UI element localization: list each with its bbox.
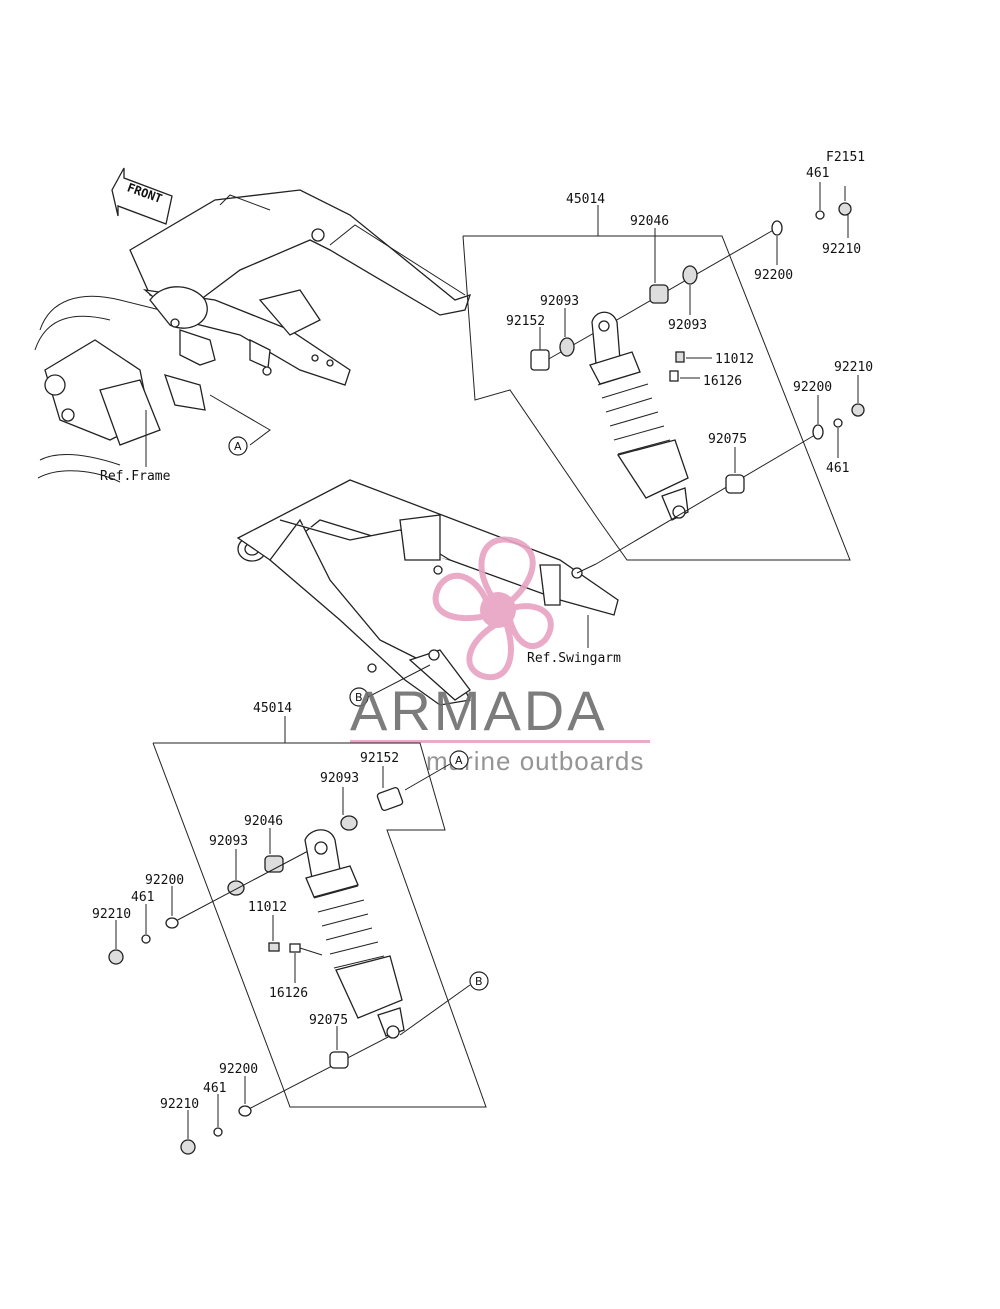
- callout-b-upper-label: B: [355, 691, 363, 704]
- upper-bushing-bottom-label: 92075: [708, 432, 747, 447]
- ref-frame-label: Ref.Frame: [100, 469, 171, 484]
- upper-seal-outer: [682, 265, 698, 285]
- lower-bushing-bottom-label: 92075: [309, 1013, 348, 1028]
- upper-collar-label: 92152: [506, 314, 545, 329]
- lower-washer-bottom: [238, 1105, 252, 1117]
- upper-nut-top: [838, 202, 852, 216]
- upper-washer-small-top-label: 461: [806, 166, 829, 181]
- front-arrow-icon: FRONT: [111, 167, 173, 225]
- lower-washer-top: [165, 917, 179, 929]
- lower-valve-b: [289, 943, 301, 953]
- lower-seal-inner-label: 92093: [320, 771, 359, 786]
- lower-washer-bottom-label: 92200: [219, 1062, 258, 1077]
- watermark-logo: ARMADA marine outboards: [350, 536, 650, 776]
- lower-valve-a: [268, 942, 280, 952]
- upper-washer-small-bottom-label: 461: [826, 461, 849, 476]
- upper-nut-bottom: [851, 403, 865, 417]
- lower-washer-top-label: 92200: [145, 873, 184, 888]
- upper-seal-inner-label: 92093: [540, 294, 579, 309]
- figure-code: F2151: [826, 150, 865, 165]
- upper-valve-b-label: 16126: [703, 374, 742, 389]
- upper-collar: [530, 349, 550, 371]
- lower-nut-top-label: 92210: [92, 907, 131, 922]
- lower-collar: [376, 786, 404, 812]
- upper-valve-a: [675, 351, 685, 363]
- propeller-icon: [432, 536, 554, 680]
- watermark-brand: ARMADA: [350, 679, 608, 742]
- lower-nut-top: [108, 949, 124, 965]
- lower-bushing-bottom: [329, 1051, 349, 1069]
- upper-washer-small-bottom: [833, 418, 843, 428]
- callout-a-upper-label: A: [234, 440, 242, 453]
- lower-shock-part-no: 45014: [253, 701, 292, 716]
- callout-a-upper: [228, 436, 248, 456]
- upper-assembly: 45014 92210 461 92200 92093 92046 92093 …: [462, 166, 873, 565]
- callout-a-lower-label: A: [455, 754, 463, 767]
- ref-swingarm-label: Ref.Swingarm: [527, 651, 621, 666]
- upper-washer-bottom: [812, 424, 824, 440]
- upper-valve-b: [669, 370, 679, 382]
- upper-bearing-label: 92046: [630, 214, 669, 229]
- callout-b-lower: [469, 971, 489, 991]
- callout-b-upper: [349, 687, 369, 707]
- lower-bearing-label: 92046: [244, 814, 283, 829]
- lower-seal-outer-label: 92093: [209, 834, 248, 849]
- lower-assembly: 45014 A 92152 92093 92046 92093 92200 46…: [92, 701, 489, 1155]
- frame-drawing: FRONT A Ref.Frame: [34, 167, 472, 484]
- upper-nut-top-label: 92210: [822, 242, 861, 257]
- upper-washer-top: [771, 220, 783, 236]
- upper-shock-part-no: 45014: [566, 192, 605, 207]
- lower-nut-bottom-label: 92210: [160, 1097, 199, 1112]
- lower-washer-small-bottom: [213, 1127, 223, 1137]
- lower-valve-b-label: 16126: [269, 986, 308, 1001]
- lower-washer-small-bottom-label: 461: [203, 1081, 226, 1096]
- swingarm-drawing: Ref.Swingarm B: [236, 479, 621, 707]
- callout-b-lower-label: B: [475, 975, 483, 988]
- upper-washer-top-label: 92200: [754, 268, 793, 283]
- watermark-underline: [350, 740, 650, 743]
- upper-valve-a-label: 11012: [715, 352, 754, 367]
- callout-a-lower: [449, 750, 469, 770]
- lower-nut-bottom: [180, 1139, 196, 1155]
- upper-seal-inner: [559, 337, 575, 357]
- lower-washer-small-top-label: 461: [131, 890, 154, 905]
- lower-washer-small-top: [141, 934, 151, 944]
- upper-bearing: [649, 284, 669, 304]
- lower-valve-a-label: 11012: [248, 900, 287, 915]
- lower-collar-label: 92152: [360, 751, 399, 766]
- upper-washer-small-top: [815, 210, 825, 220]
- upper-washer-bottom-label: 92200: [793, 380, 832, 395]
- upper-nut-bottom-label: 92210: [834, 360, 873, 375]
- lower-seal-inner: [340, 815, 358, 831]
- upper-seal-outer-label: 92093: [668, 318, 707, 333]
- lower-shock-absorber: [304, 829, 405, 1039]
- upper-bushing-bottom: [725, 474, 745, 494]
- lower-seal-outer: [227, 880, 245, 896]
- upper-shock-absorber: [589, 311, 689, 521]
